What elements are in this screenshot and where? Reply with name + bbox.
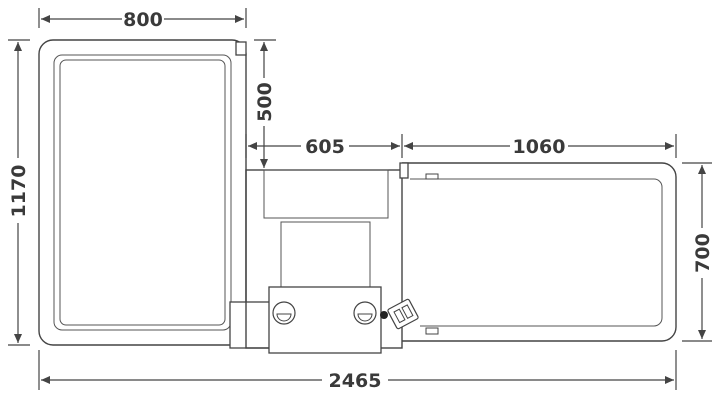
dimension-label-800: 800 — [123, 9, 163, 31]
middle-module — [245, 169, 419, 354]
dimension-label-700: 700 — [692, 233, 714, 273]
dimension-800: 800 — [38, 8, 247, 31]
dimension-1060: 1060 — [404, 134, 677, 158]
dimension-1170: 1170 — [8, 39, 30, 346]
left-knob-icon — [272, 301, 296, 325]
dimension-500: 500 — [254, 39, 276, 168]
dimension-700: 700 — [682, 162, 714, 342]
dimension-label-500: 500 — [254, 82, 276, 122]
left-module — [38, 39, 272, 349]
right-module — [399, 162, 677, 342]
control-panel-icon — [387, 298, 419, 330]
dimension-label-1060: 1060 — [513, 136, 566, 158]
right-knob-icon — [353, 301, 377, 325]
top-handle-icon — [425, 173, 439, 180]
indicator-dot-icon — [380, 311, 388, 319]
dimension-label-2465: 2465 — [329, 370, 382, 392]
bottom-handle-icon — [425, 327, 439, 335]
dimension-2465: 2465 — [38, 350, 677, 392]
dimension-label-1170: 1170 — [8, 165, 30, 218]
dimension-605: 605 — [245, 134, 403, 158]
dimension-label-605: 605 — [305, 136, 345, 158]
